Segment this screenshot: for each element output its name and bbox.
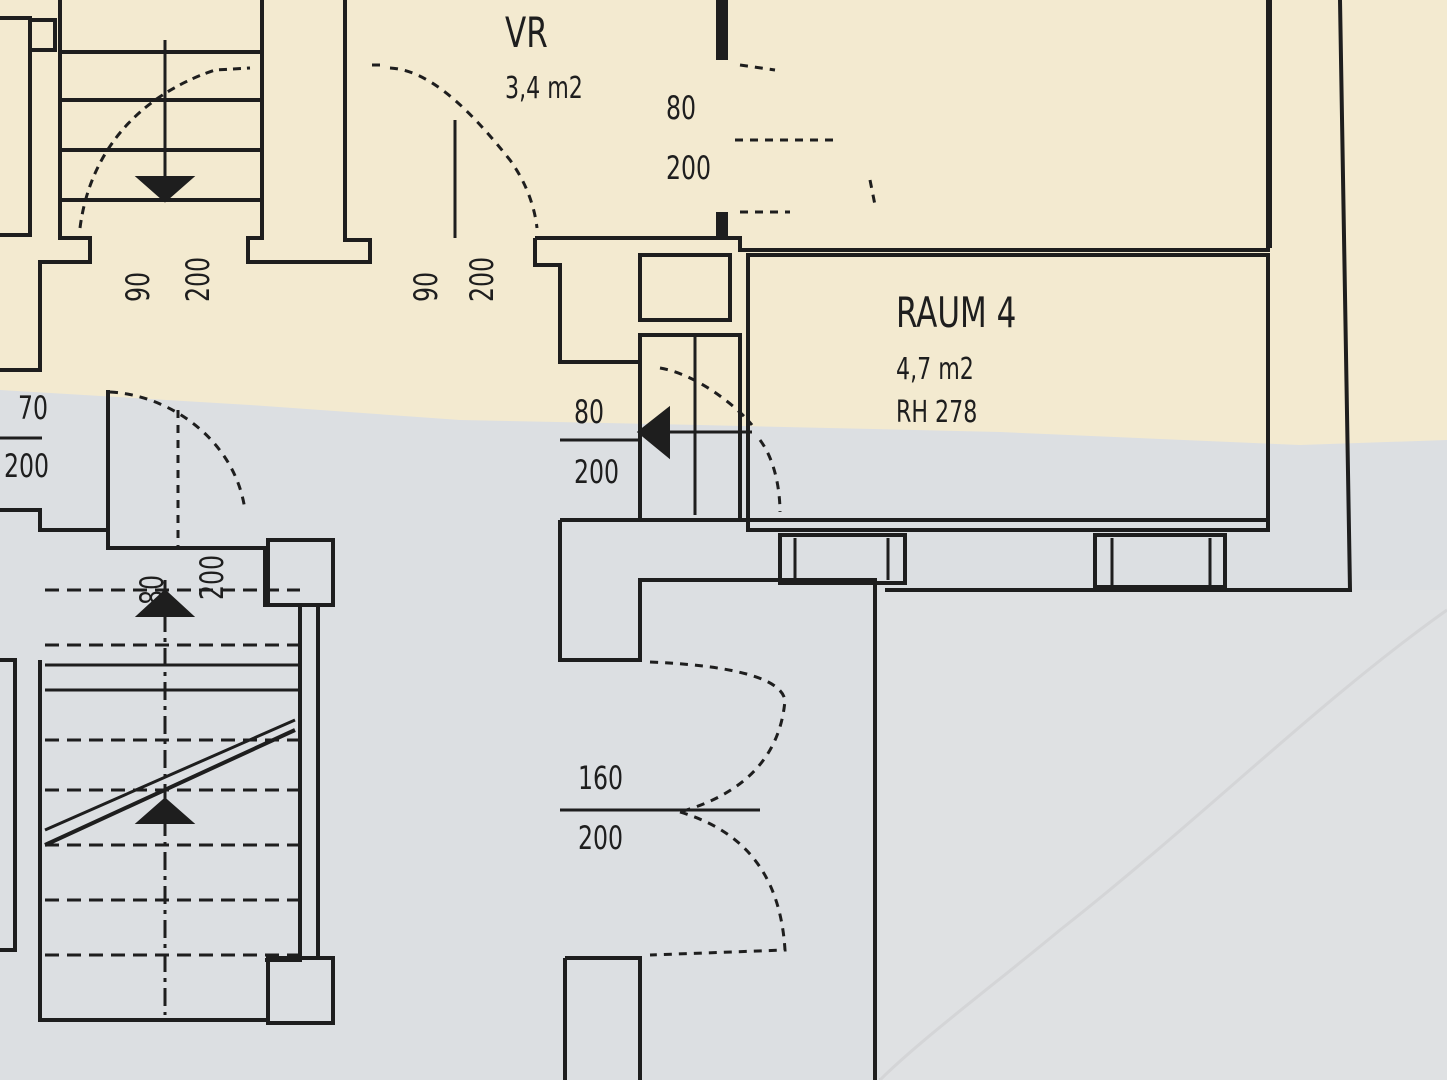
room-name-vr: VR xyxy=(505,8,548,57)
stair-arrow-up-mid xyxy=(134,797,196,824)
door-swing-vr-right xyxy=(735,63,877,214)
room-name-raum4: RAUM 4 xyxy=(896,288,1017,337)
door-width-label: 70 xyxy=(18,389,49,427)
room-height-raum4: RH 278 xyxy=(896,395,978,430)
door-swing-vr xyxy=(372,63,539,229)
room-area-vr: 3,4 m2 xyxy=(505,71,583,106)
door-arrow-raum4 xyxy=(636,405,670,460)
door-width-label: 90 xyxy=(119,271,157,302)
door-height-label: 200 xyxy=(193,554,231,600)
door-swing-stair-top xyxy=(78,66,251,229)
stair-arrow-up-top xyxy=(134,589,196,617)
door-swing-entrance xyxy=(649,660,787,957)
door-swing-raum4 xyxy=(659,366,782,513)
door-height-label: 200 xyxy=(179,256,217,302)
stair-upper-left xyxy=(0,0,372,372)
stair-arrow-down xyxy=(134,176,196,203)
wall-entrance xyxy=(558,518,1270,1080)
door-swing-stair-lower xyxy=(109,390,247,548)
door-width-label: 80 xyxy=(666,89,697,127)
door-height-label: 200 xyxy=(666,149,712,187)
stair-lower-left xyxy=(0,390,335,1025)
room-area-raum4: 4,7 m2 xyxy=(896,352,974,387)
door-width-label: 80 xyxy=(574,393,605,431)
door-height-label: 200 xyxy=(4,447,50,485)
door-height-label: 200 xyxy=(463,256,501,302)
paper-shadow xyxy=(880,590,1447,1080)
door-width-label: 90 xyxy=(407,271,445,302)
door-height-label: 200 xyxy=(578,819,624,857)
room-raum4-walls xyxy=(746,0,1353,592)
door-height-label: 200 xyxy=(574,453,620,491)
door-width-label: 160 xyxy=(578,759,624,797)
door-width-label: 80 xyxy=(133,574,171,605)
